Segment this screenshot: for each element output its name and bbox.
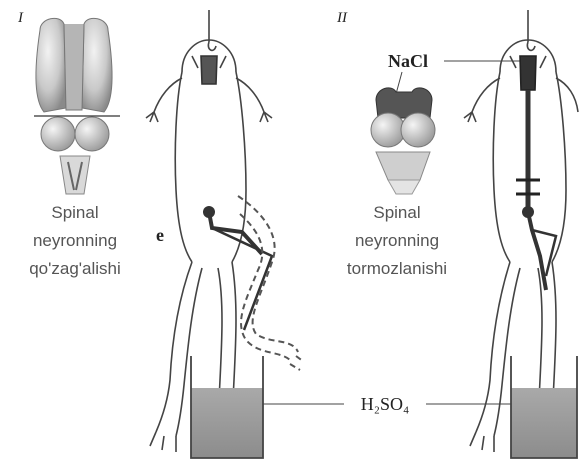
caption-1-line-2: neyronning xyxy=(33,231,117,250)
acid-beaker-2 xyxy=(511,356,577,458)
reflex-arc-1 xyxy=(203,206,272,330)
panel-numeral-1: I xyxy=(17,10,24,26)
caption-1-line-3: qo'zag'alishi xyxy=(29,259,121,278)
label-acid: H₂SO₄ xyxy=(361,394,410,414)
caption-2-line-2: neyronning xyxy=(355,231,439,250)
brain-diagram-inhibition xyxy=(371,88,435,194)
brain-diagram-excitation xyxy=(34,18,120,194)
panel-numeral-2: II xyxy=(336,10,348,26)
label-e: e xyxy=(156,225,164,245)
acid-beaker-1 xyxy=(191,356,263,458)
frog-1 xyxy=(146,10,272,452)
caption-2-line-1: Spinal xyxy=(373,203,420,222)
caption-2-line-3: tormozlanishi xyxy=(347,259,447,278)
nacl-leader-line-brain xyxy=(396,72,402,94)
label-nacl: NaCl xyxy=(388,51,428,71)
reflex-arc-2 xyxy=(516,90,556,290)
withdrawn-leg-dashed xyxy=(238,196,304,370)
frog-2 xyxy=(464,10,578,452)
caption-1-line-1: Spinal xyxy=(51,203,98,222)
